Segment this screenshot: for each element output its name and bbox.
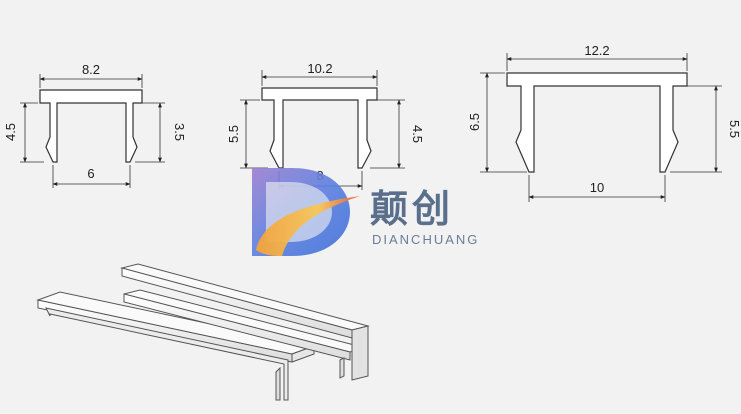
- profile-1-dimensions: [20, 74, 165, 188]
- profile-2-outline: [261, 87, 378, 169]
- extrusion-front-web: [45, 307, 289, 401]
- profile-3: [506, 72, 688, 173]
- profile-1-outline: [39, 89, 143, 163]
- profile-3-dimensions: [480, 53, 722, 202]
- profile-1-bottom-width: 6: [87, 166, 94, 181]
- extrusion-3d-back: [120, 263, 370, 381]
- extrusion-back-lower-face: [123, 293, 351, 361]
- profile-1-top-width: 8.2: [82, 62, 100, 77]
- profile-3-top-width: 12.2: [584, 43, 609, 58]
- profile-3-bottom-width: 10: [590, 180, 604, 195]
- profile-1: [39, 89, 143, 163]
- profile-3-left-height: 6.5: [467, 113, 482, 131]
- logo-swoosh: [256, 196, 360, 256]
- profile-1-right-height: 3.5: [172, 123, 187, 141]
- profile-3-right-height: 5.5: [727, 120, 741, 138]
- extrusion-front-leg: [275, 366, 281, 401]
- brand-logo: 颠创 DIANCHUANG: [252, 168, 479, 256]
- profile-3-outline: [506, 72, 688, 173]
- profile-2-top-width: 10.2: [307, 61, 332, 76]
- extrusion-3d-front: [36, 291, 316, 401]
- logo-english-name: DIANCHUANG: [372, 232, 479, 247]
- profile-2-right-height: 4.5: [410, 125, 425, 143]
- profile-1-left-height: 4.5: [3, 123, 18, 141]
- logo-chinese-name: 颠创: [370, 189, 454, 231]
- profile-2-left-height: 5.5: [226, 125, 241, 143]
- extrusion-back-end: [351, 325, 369, 381]
- profile-2: [261, 87, 378, 169]
- extrusion-back-leg: [339, 357, 345, 379]
